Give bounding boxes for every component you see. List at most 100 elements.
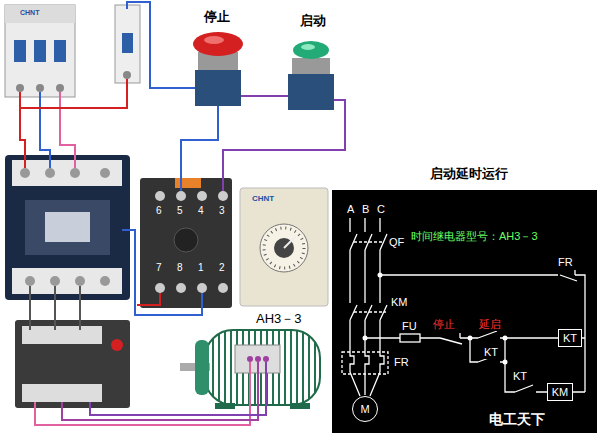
- contactor-part: [25, 276, 35, 286]
- start-button-part: [301, 44, 315, 50]
- device-label: KM: [390, 296, 409, 309]
- wiring-part: [60, 92, 75, 168]
- motor-part: [263, 356, 269, 362]
- time-relay-part: [260, 224, 308, 272]
- motor-part: [255, 356, 261, 362]
- schematic-lines: [342, 218, 585, 396]
- node-text: M: [360, 403, 369, 415]
- single-pole-breaker: [115, 5, 140, 83]
- phase-label: B: [361, 203, 370, 216]
- motor-symbol: M: [352, 396, 378, 422]
- device-label: KT: [483, 346, 499, 359]
- thermal-relay-part: [22, 384, 102, 402]
- brand-mark: CHNT: [20, 9, 39, 17]
- schematic-lines-part: [350, 320, 384, 372]
- phase-label: A: [346, 203, 355, 216]
- three-pole-breaker: [5, 5, 75, 97]
- stop-button-part: [193, 32, 243, 56]
- relay-socket-part: [140, 178, 232, 308]
- time-relay-part: [240, 188, 328, 306]
- schematic-lines-part: [380, 270, 585, 392]
- terminal-number: 3: [219, 205, 225, 217]
- node-text: KT: [563, 332, 577, 344]
- model-note: 时间继电器型号：AH3－3: [410, 230, 539, 243]
- relay-socket: [140, 178, 232, 308]
- watermark: 电工天下: [488, 411, 546, 427]
- button-label: 延启: [478, 318, 502, 331]
- relay-socket-part: [197, 191, 207, 201]
- motor-part: [205, 330, 320, 405]
- three-pole-breaker-part: [34, 40, 46, 62]
- time-relay-part: [284, 236, 296, 248]
- junction-dots-part: [468, 336, 473, 341]
- device-label: FR: [393, 356, 410, 369]
- start-button-part: [288, 74, 334, 110]
- relay-socket-part: [176, 283, 186, 293]
- relay-socket-part: [175, 178, 201, 188]
- three-pole-breaker-part: [16, 84, 24, 92]
- schematic-panel-part: [332, 190, 597, 433]
- contactor-part: [50, 276, 60, 286]
- stop-button-part: [204, 36, 224, 44]
- contactor-part: [12, 268, 122, 294]
- relay-socket-part: [155, 283, 165, 293]
- start-button-part: [292, 58, 330, 74]
- wiring-part: [181, 106, 218, 191]
- coil-box: KT: [558, 329, 582, 347]
- contactor-part: [100, 276, 110, 286]
- contactor-part: [12, 160, 122, 186]
- three-pole-breaker-part: [56, 84, 64, 92]
- contactor-part: [100, 168, 110, 178]
- single-pole-breaker-part: [122, 33, 133, 53]
- junction-dots-part: [503, 360, 508, 365]
- relay-socket-part: [218, 283, 228, 293]
- three-pole-breaker-part: [14, 40, 26, 62]
- node-text: KM: [552, 386, 569, 398]
- relay-socket-part: [197, 283, 207, 293]
- relay-socket-part: [174, 228, 198, 252]
- junction-dots-part: [363, 336, 368, 341]
- wiring-part: [20, 79, 127, 108]
- motor-part: [205, 330, 320, 405]
- three-pole-breaker-part: [5, 5, 75, 23]
- terminal-number: 7: [156, 262, 162, 274]
- motor-part: [247, 356, 253, 362]
- thermal-relay-part: [22, 326, 102, 344]
- schematic-lines-part: [400, 334, 420, 342]
- thermal-relay-part: [15, 320, 130, 408]
- motor-part: [195, 340, 209, 395]
- motor-part: [290, 403, 310, 409]
- model-label: AH3－3: [256, 312, 302, 327]
- terminal-number: 1: [198, 262, 204, 274]
- terminal-number: 4: [198, 205, 204, 217]
- device-label: QF: [388, 236, 405, 249]
- contactor-part: [5, 155, 130, 300]
- junction-dots: [363, 273, 508, 365]
- button-label: 启动: [300, 14, 326, 29]
- thermal-relay: [15, 320, 130, 408]
- contactor-part: [20, 168, 30, 178]
- wiring-part: [241, 95, 288, 97]
- device-label: KT: [512, 370, 528, 383]
- schematic-lines-part: [354, 242, 386, 312]
- wiring-part: [20, 92, 25, 168]
- contactor-part: [45, 212, 90, 242]
- wiring-part: [90, 362, 266, 415]
- time-relay-part: [264, 228, 304, 268]
- schematic-title: 启动延时运行: [430, 167, 508, 182]
- relay-socket-part: [176, 191, 186, 201]
- junction-dots-part: [378, 273, 383, 278]
- terminal-number: 5: [177, 205, 183, 217]
- wiring-part: [127, 2, 195, 88]
- schematic-lines-part: [350, 218, 380, 232]
- coil-box: KM: [547, 383, 574, 401]
- wiring: [20, 2, 345, 425]
- device-label: FU: [401, 320, 418, 333]
- single-pole-breaker-part: [115, 5, 140, 83]
- schematic-panel: [332, 190, 597, 433]
- contactor-part: [70, 168, 80, 178]
- three-pole-breaker-part: [36, 84, 44, 92]
- terminal-number: 6: [156, 205, 162, 217]
